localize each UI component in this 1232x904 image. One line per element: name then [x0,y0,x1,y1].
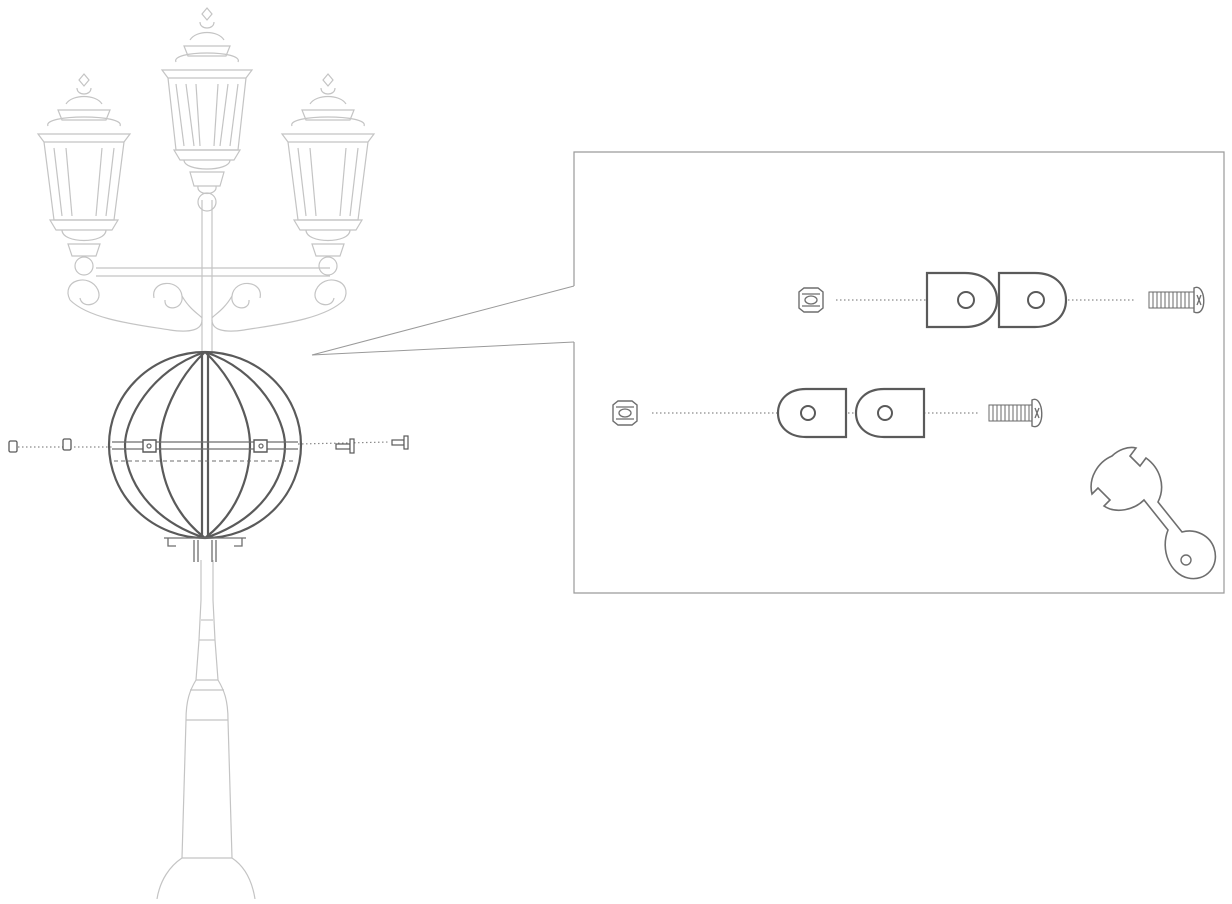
hardware-row-upper [798,271,1205,329]
center-lantern [160,7,254,212]
hex-nut-icon [612,400,638,426]
hex-nut-icon [62,438,72,451]
hardware-row-lower [612,387,1043,439]
hex-nut-icon [798,287,824,313]
left-lantern [36,73,132,276]
screw-icon [988,398,1043,428]
globe-frame [107,350,303,562]
screw-icon [1148,286,1205,314]
bracket-tab-icon [997,271,1068,329]
globe-side-hardware [8,435,409,454]
screw-icon [391,435,409,450]
lamp-post [36,7,376,900]
screw-icon [335,438,355,454]
right-lantern [280,73,376,276]
bracket-tab-icon [854,387,926,439]
wrench-icon [1090,446,1217,580]
hex-nut-icon [8,440,18,453]
bracket-tab-icon [776,387,848,439]
bracket-tab-icon [925,271,999,329]
detail-callout [311,151,1225,594]
